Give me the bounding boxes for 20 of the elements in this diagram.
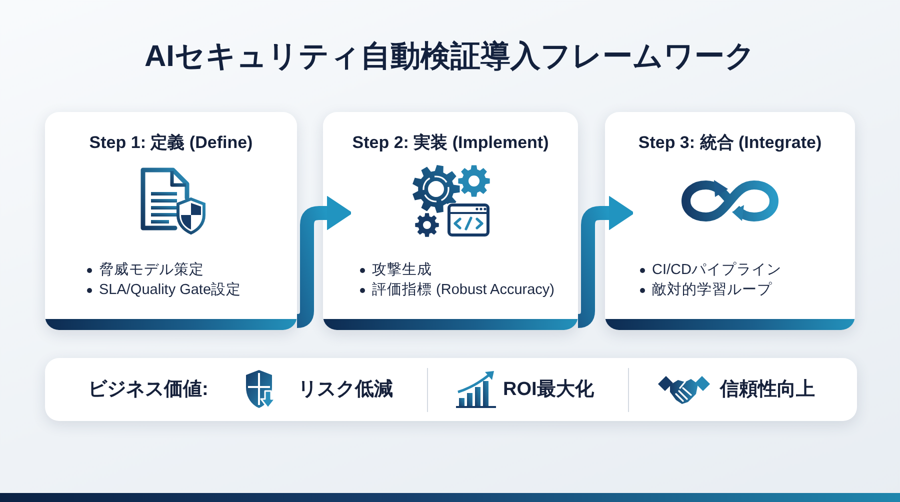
value-band — [45, 358, 857, 421]
value-label: ROI最大化 — [503, 378, 594, 402]
list-item: 敵対的学習ループ — [652, 280, 772, 300]
step-card — [323, 112, 578, 330]
title: AIセキュリティ自動検証導入フレームワーク — [144, 39, 756, 75]
step-heading: Step 3: 統合 (Integrate) — [638, 132, 822, 154]
band-heading: ビジネス価値: — [88, 378, 208, 402]
value-label: リスク低減 — [298, 378, 393, 402]
step-heading: Step 2: 実装 (Implement) — [352, 132, 549, 154]
list-item: 評価指標 (Robust Accuracy) — [372, 281, 554, 300]
step-card — [45, 112, 297, 330]
step-card — [605, 112, 855, 330]
step-heading: Step 1: 定義 (Define) — [89, 132, 253, 154]
list-item: CI/CDパイプライン — [652, 260, 782, 280]
value-label: 信頼性向上 — [720, 378, 815, 402]
arrow — [296, 196, 352, 328]
arrow — [578, 196, 634, 328]
list-item: 攻撃生成 — [372, 261, 432, 280]
list-item: 脅威モデル策定 — [99, 260, 204, 280]
list-item: SLA/Quality Gate設定 — [99, 280, 242, 300]
